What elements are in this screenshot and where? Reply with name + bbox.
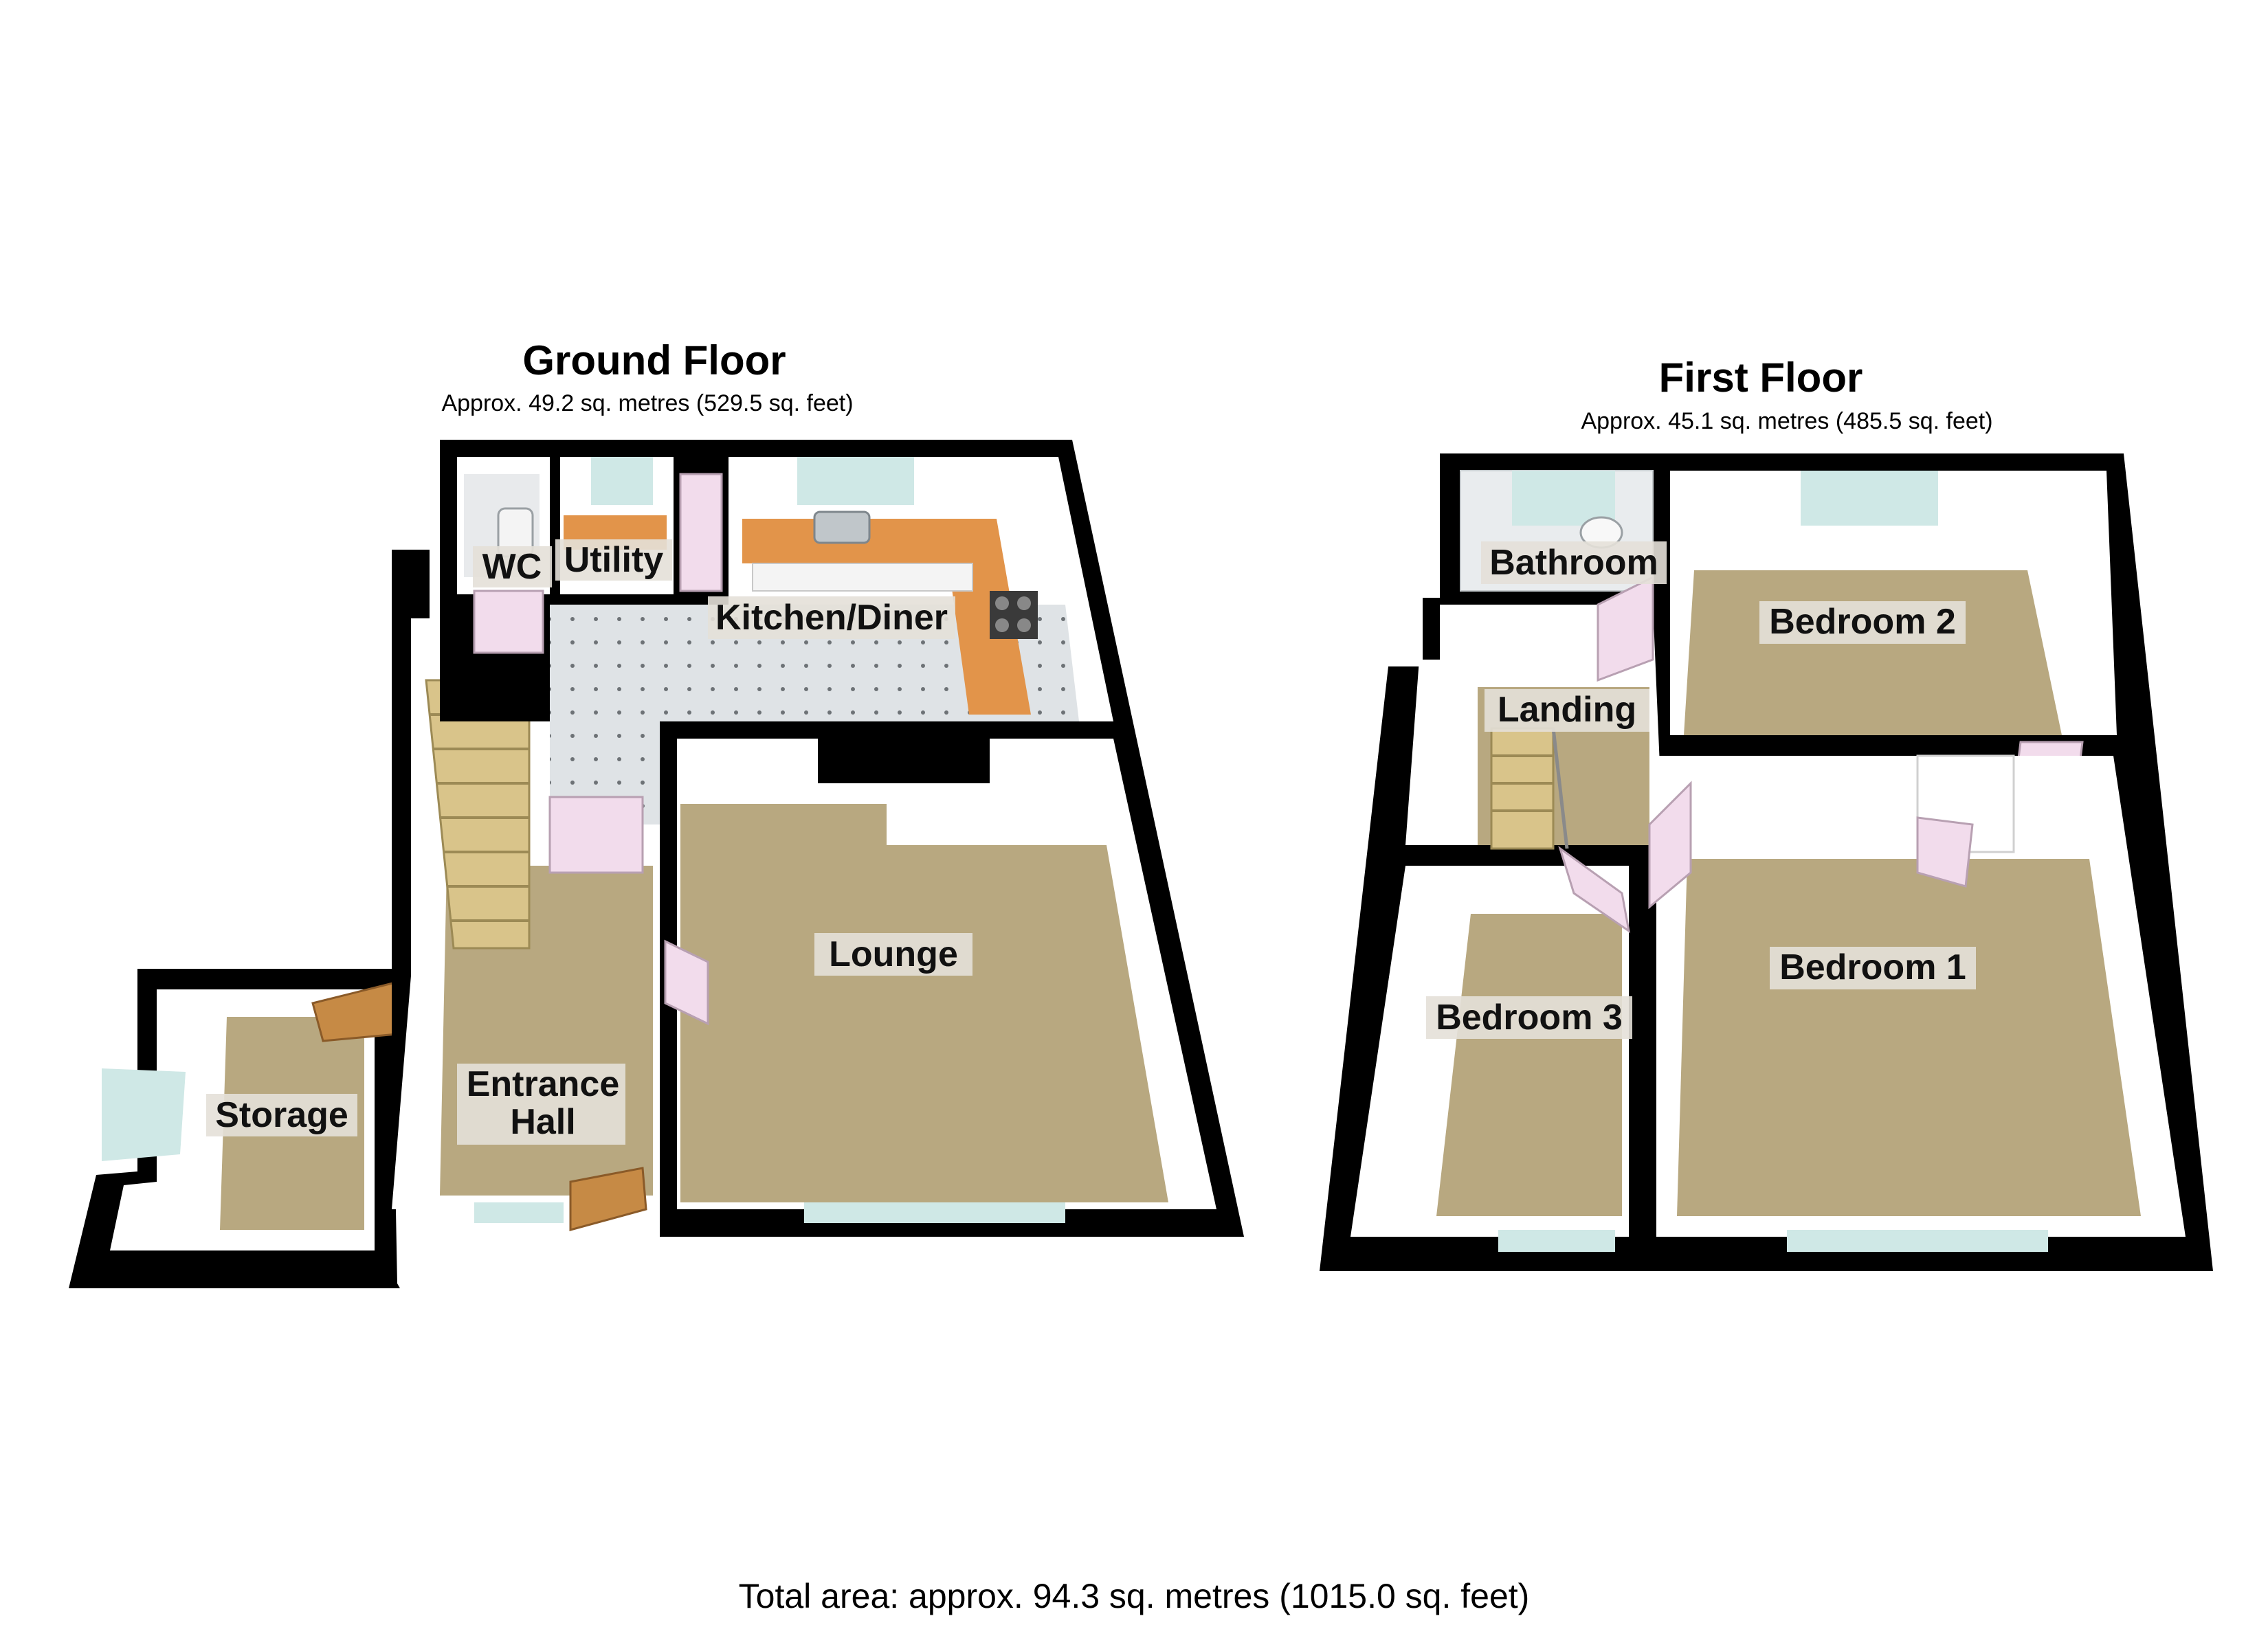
utility-window: [591, 457, 653, 505]
bathroom-door: [1597, 575, 1654, 682]
ground-floor-title: Ground Floor: [522, 337, 786, 383]
landing-room: [1405, 575, 1663, 850]
first-floor-area: Approx. 45.1 sq. metres (485.5 sq. feet): [1581, 408, 1992, 434]
front-door: [569, 1167, 647, 1231]
utility-label: Utility: [564, 540, 664, 580]
wc-door: [473, 590, 544, 654]
bedroom-3-window: [1498, 1230, 1615, 1252]
entrance-hall-label-line2: Hall: [510, 1102, 575, 1142]
utility-door: [679, 473, 723, 592]
wc-label: WC: [482, 547, 542, 587]
first-floor-title: First Floor: [1659, 355, 1863, 401]
kitchen-window: [797, 457, 914, 505]
bedroom-1-cupboard-door: [1916, 816, 1974, 888]
hob-icon: [990, 591, 1038, 639]
bedroom-3-room: [1350, 846, 1631, 1252]
ground-floor-labels: WC Utility Kitchen/Diner Lounge Storage …: [206, 539, 972, 1145]
kitchen-diner-label: Kitchen/Diner: [715, 598, 948, 638]
landing-stairs: [1490, 727, 1569, 850]
bathroom-label: Bathroom: [1489, 543, 1658, 583]
lounge-label: Lounge: [829, 934, 958, 974]
bedroom-1-room: [1648, 754, 2186, 1252]
kitchen-door: [548, 796, 644, 874]
bedroom-1-label: Bedroom 1: [1779, 947, 1966, 987]
bathroom-window: [1512, 471, 1615, 526]
bedroom-3-label: Bedroom 3: [1436, 998, 1623, 1037]
lounge-door: [664, 939, 709, 1026]
sink-icon: [813, 511, 871, 544]
storage-label: Storage: [215, 1095, 348, 1135]
bedroom-1-door: [1648, 781, 1692, 910]
total-area: Total area: approx. 94.3 sq. metres (101…: [739, 1577, 1530, 1615]
storage-window: [102, 1068, 186, 1161]
bedroom-1-window: [1787, 1230, 2048, 1252]
bedroom-3-door: [1558, 846, 1631, 934]
lounge-window: [804, 1202, 1065, 1223]
entrance-hall-label-line1: Entrance: [467, 1064, 620, 1104]
ground-floor-area: Approx. 49.2 sq. metres (529.5 sq. feet): [441, 390, 853, 416]
chimney-breast: [818, 735, 990, 783]
landing-label: Landing: [1498, 690, 1636, 730]
ground-floor-plan: WC Utility Kitchen/Diner Lounge Storage …: [69, 337, 1244, 1288]
hall-window: [474, 1202, 564, 1223]
bedroom-2-window: [1801, 471, 1938, 526]
first-floor-labels: Bathroom Bedroom 2 Landing Bedroom 1 Bed…: [1426, 541, 1976, 1039]
first-floor-plan: Bathroom Bedroom 2 Landing Bedroom 1 Bed…: [1320, 355, 2213, 1271]
bedroom-2-label: Bedroom 2: [1769, 602, 1956, 642]
kitchen-diner-room: [548, 457, 1113, 874]
